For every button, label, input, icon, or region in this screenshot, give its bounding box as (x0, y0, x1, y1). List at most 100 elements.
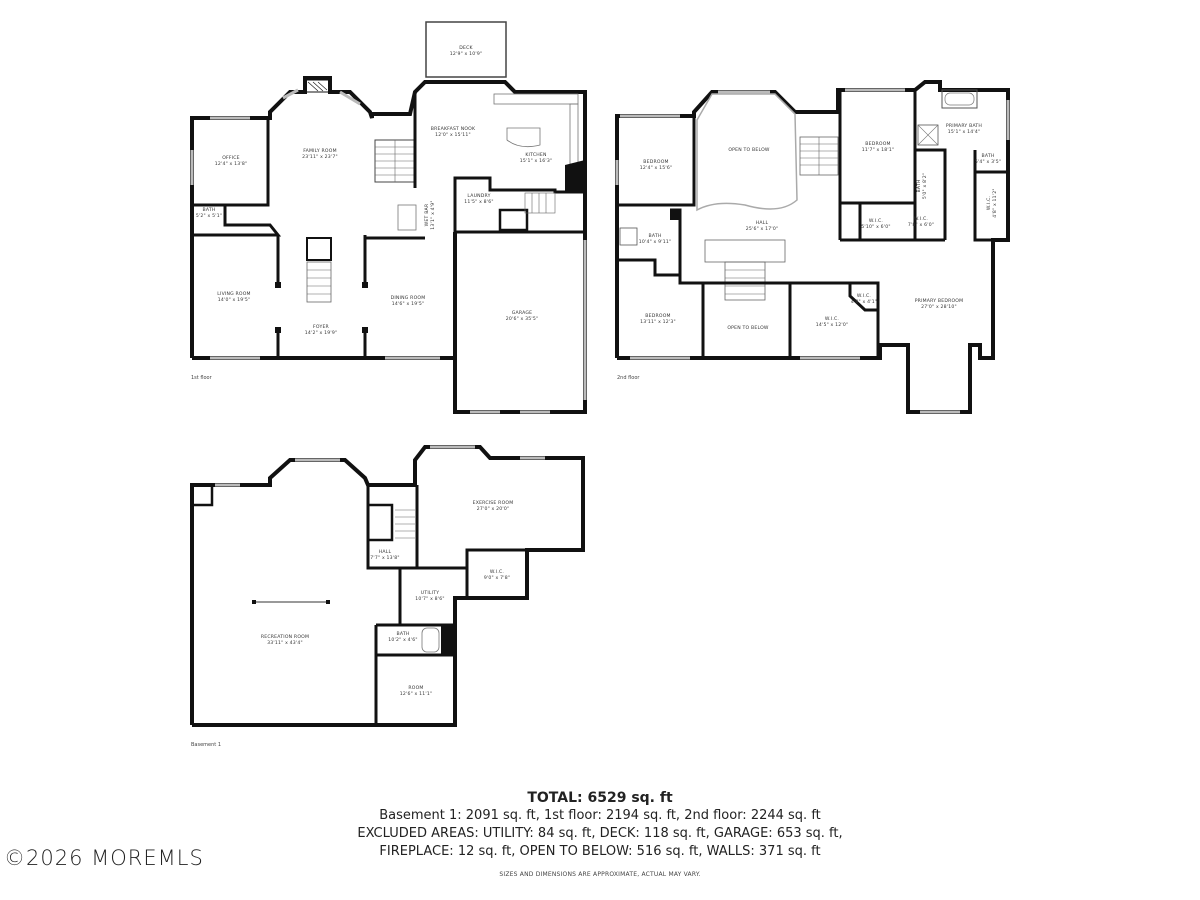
room-dimensions: 4'8" x 4'1" (850, 300, 878, 305)
room-name: OPEN TO BELOW (728, 148, 770, 153)
room-name: W.I.C. (913, 217, 929, 222)
room-name: BEDROOM (645, 314, 671, 319)
room-name: PRIMARY BEDROOM (914, 299, 964, 304)
room-name: PRIMARY BATH (945, 124, 983, 129)
room-name: W.I.C. (987, 195, 992, 211)
room-label-open-to-below-1: OPEN TO BELOW (728, 148, 769, 154)
room-dimensions: 15'1" x 14'4" (947, 130, 981, 135)
room-name: ROOM (408, 686, 424, 691)
room-label-wic-2: W.I.C.7'8" x 6'0" (908, 217, 934, 229)
room-dimensions: 12'9" x 10'9" (449, 52, 483, 57)
room-dimensions: 7'7" x 13'8" (370, 556, 400, 561)
room-name: LAUNDRY (467, 194, 491, 199)
room-dimensions: 14'2" x 19'9" (304, 331, 338, 336)
deck-outline (425, 21, 507, 78)
room-dimensions: 5'2" x 5'1" (195, 214, 223, 219)
room-dimensions: 14'0" x 19'5" (217, 298, 251, 303)
room-label-wic-3: W.I.C.4'8" x 11'2" (987, 188, 999, 217)
room-name: HALL (378, 550, 392, 555)
room-dimensions: 27'0" x 28'10" (921, 305, 957, 310)
room-name: BREAKFAST NOOK (430, 127, 476, 132)
room-dimensions: 23'11" x 23'7" (302, 155, 338, 160)
room-dimensions: 5'10" x 6'0" (861, 225, 891, 230)
room-dimensions: 14'5" x 12'0" (815, 323, 849, 328)
room-dimensions: 11'7" x 18'1" (861, 148, 895, 153)
room-dimensions: 12'4" x 15'6" (639, 166, 673, 171)
room-label-wic-4: W.I.C.14'5" x 12'0" (816, 317, 849, 329)
room-dimensions: 12'0" x 15'11" (435, 133, 471, 138)
room-name: KITCHEN (525, 153, 547, 158)
room-dimensions: 12'4" x 13'8" (214, 162, 248, 167)
room-name: BATH (396, 632, 410, 637)
room-dimensions: 9'0" x 7'8" (483, 576, 511, 581)
room-dimensions: 15'1" x 16'3" (519, 159, 553, 164)
room-name: FOYER (313, 325, 329, 330)
room-dimensions: 7'8" x 6'0" (907, 223, 935, 228)
floor-label-basement: Basement 1 (191, 742, 222, 748)
second-floor-plan (615, 80, 1010, 414)
room-name: OPEN TO BELOW (727, 326, 769, 331)
room-name: W.I.C. (824, 317, 840, 322)
room-dimensions: 25'6" x 17'0" (745, 227, 779, 232)
room-name: LIVING ROOM (217, 292, 251, 297)
room-name: BEDROOM (865, 142, 891, 147)
room-dimensions: 14'6" x 19'5" (391, 302, 425, 307)
room-name: BATH (648, 234, 662, 239)
basement-plan (190, 445, 585, 727)
room-name: BEDROOM (643, 160, 669, 165)
room-dimensions: 10'2" x 4'6" (388, 638, 418, 643)
room-name: W.I.C. (856, 294, 872, 299)
room-name: FAMILY ROOM (303, 149, 337, 154)
excluded-areas-line: EXCLUDED AREAS: UTILITY: 84 sq. ft, DECK… (357, 826, 843, 841)
room-dimensions: 27'0" x 20'0" (476, 507, 510, 512)
room-name: BATH (202, 208, 216, 213)
room-dimensions: 5'4" x 3'5" (974, 160, 1002, 165)
room-dimensions: 4'8" x 11'2" (993, 188, 998, 218)
room-name: WET BAR (425, 203, 430, 227)
floor-label-second: 2nd floor (617, 375, 640, 381)
first-floor-plan (190, 21, 587, 414)
room-label-wic-basement: W.I.C.9'0" x 7'8" (484, 570, 510, 582)
excluded-areas-line-2: FIREPLACE: 12 sq. ft, OPEN TO BELOW: 516… (379, 844, 821, 859)
room-dimensions: 10'4" x 9'11" (638, 240, 672, 245)
room-label-wic-5: W.I.C.4'8" x 4'1" (851, 294, 877, 306)
total-area: TOTAL: 6529 sq. ft (527, 790, 673, 806)
mls-watermark: ©2026 MOREMLS (4, 846, 204, 870)
room-name: W.I.C. (489, 570, 505, 575)
room-name: BATH (981, 154, 995, 159)
room-dimensions: 5'0" x 8'2" (923, 172, 928, 200)
room-dimensions: 10'7" x 8'6" (415, 597, 445, 602)
room-dimensions: 13'11" x 12'3" (640, 320, 676, 325)
room-dimensions: 12'6" x 11'1" (399, 692, 433, 697)
room-name: BATH (917, 179, 922, 193)
room-label-open-to-below-2: OPEN TO BELOW (727, 326, 768, 332)
room-name: HALL (755, 221, 769, 226)
room-dimensions: 13'1" x 4'9" (431, 200, 436, 230)
floor-label-first: 1st floor (191, 375, 212, 381)
room-name: EXERCISE ROOM (472, 501, 514, 506)
room-name: RECREATION ROOM (260, 635, 310, 640)
